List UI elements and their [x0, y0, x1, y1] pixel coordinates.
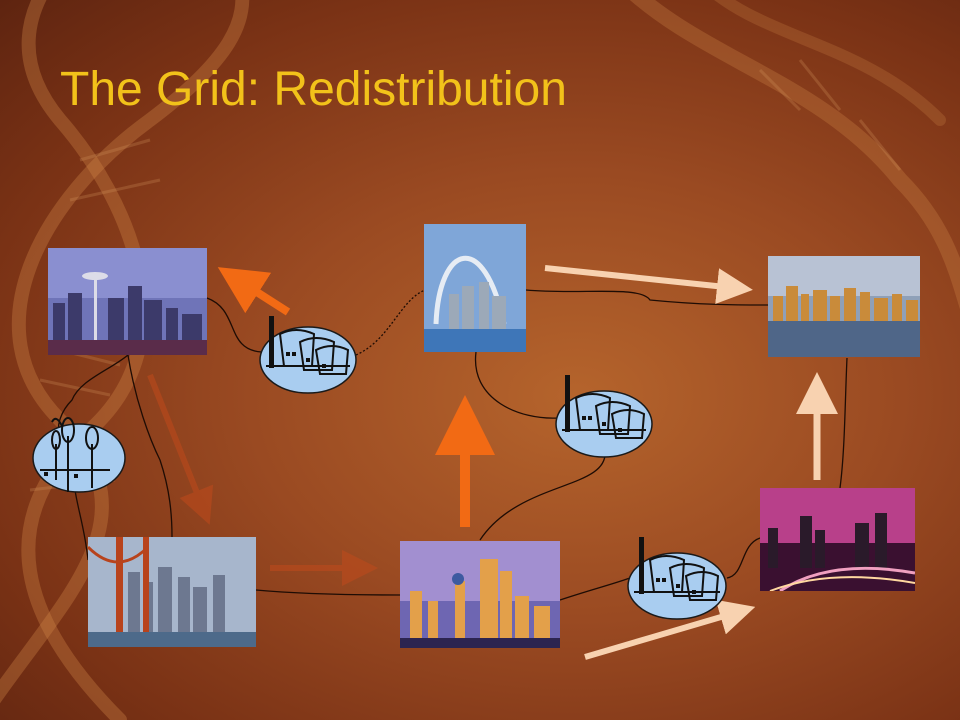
- san-francisco-bridge-photo: [88, 537, 256, 647]
- power-plant-icon: [555, 375, 653, 458]
- arrow-to-nightcity: [584, 599, 756, 660]
- wire-seattle-wind: [57, 354, 129, 441]
- wire-newyork-nightcity: [839, 357, 848, 489]
- night-city-photo: [760, 488, 915, 591]
- arrow-plant-to-seattle: [217, 267, 291, 316]
- new-york-skyline-photo: [768, 256, 920, 357]
- wind-turbine-icon: [32, 417, 126, 493]
- wire-sf-dallas: [255, 589, 401, 596]
- wire-dallas-plant3: [559, 577, 631, 601]
- arrow-seattle-to-sf-faded: [147, 373, 214, 525]
- wire-plant3-nightcity: [726, 537, 761, 579]
- wire-seattle-sf: [127, 354, 173, 538]
- power-plant-icon: [259, 316, 357, 394]
- dallas-skyline-photo: [400, 541, 560, 648]
- wire-plant2-dallas: [479, 449, 606, 541]
- arrow-stlouis-to-newyork: [544, 265, 753, 305]
- st-louis-arch-photo: [424, 224, 526, 352]
- wire-stlouis-plant2: [474, 351, 559, 419]
- wire-plant-stlouis: [355, 289, 426, 356]
- slide-title: The Grid: Redistribution: [60, 63, 567, 116]
- wire-stlouis-newyork: [525, 289, 769, 306]
- seattle-skyline-photo: [48, 248, 207, 355]
- wire-wind-sf: [74, 489, 89, 561]
- power-plant-icon: [627, 537, 727, 620]
- wire-seattle-plant: [206, 297, 263, 353]
